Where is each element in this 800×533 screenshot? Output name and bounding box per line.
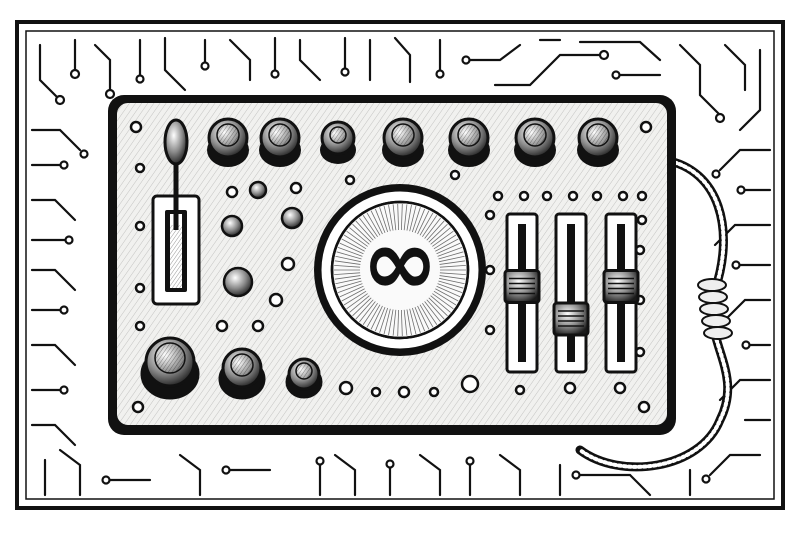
lever-handle[interactable] xyxy=(163,118,189,166)
indicator-dot xyxy=(280,256,296,272)
infinity-icon: ∞ xyxy=(362,209,439,316)
indicator-dot xyxy=(225,185,239,199)
large-knob[interactable] xyxy=(285,357,323,399)
bottom-knob-row xyxy=(140,336,323,400)
top-knob[interactable] xyxy=(207,117,249,167)
indicator-dot xyxy=(134,162,146,174)
indicator-dot xyxy=(134,220,146,232)
screw xyxy=(129,120,143,134)
fader-indicator-dots xyxy=(492,190,648,226)
left-small-knob-cluster xyxy=(134,162,304,333)
top-knob[interactable] xyxy=(577,117,619,167)
top-knob[interactable] xyxy=(448,117,490,167)
small-knob[interactable] xyxy=(248,180,268,200)
screw xyxy=(637,400,651,414)
fader-bank xyxy=(503,212,640,374)
central-dial[interactable]: ∞ xyxy=(314,184,486,356)
indicator-dot xyxy=(134,320,146,332)
top-knob[interactable] xyxy=(320,120,356,164)
screw xyxy=(639,120,653,134)
small-knob[interactable] xyxy=(222,266,254,298)
fader[interactable] xyxy=(503,212,541,374)
top-knob[interactable] xyxy=(259,117,301,167)
fader-cap[interactable] xyxy=(503,269,541,304)
indicator-dot xyxy=(215,319,229,333)
top-knob[interactable] xyxy=(514,117,556,167)
large-knob[interactable] xyxy=(218,347,266,400)
small-knob[interactable] xyxy=(220,214,244,238)
fader[interactable] xyxy=(552,212,590,374)
bottom-indicator-dots xyxy=(338,169,646,399)
screw xyxy=(131,400,145,414)
indicator-dot xyxy=(134,282,146,294)
indicator-dot xyxy=(268,292,284,308)
top-knob-row xyxy=(207,117,619,167)
small-knob[interactable] xyxy=(280,206,304,230)
fader-cap[interactable] xyxy=(552,301,590,337)
large-knob[interactable] xyxy=(140,336,200,400)
coiled-cable xyxy=(575,155,733,472)
fader[interactable] xyxy=(602,212,640,374)
lever-switch[interactable] xyxy=(151,118,201,306)
indicator-dot xyxy=(289,181,303,195)
top-knob[interactable] xyxy=(382,117,424,167)
fader-cap[interactable] xyxy=(602,269,640,304)
indicator-dot xyxy=(251,319,265,333)
circuit-traces xyxy=(30,36,772,497)
